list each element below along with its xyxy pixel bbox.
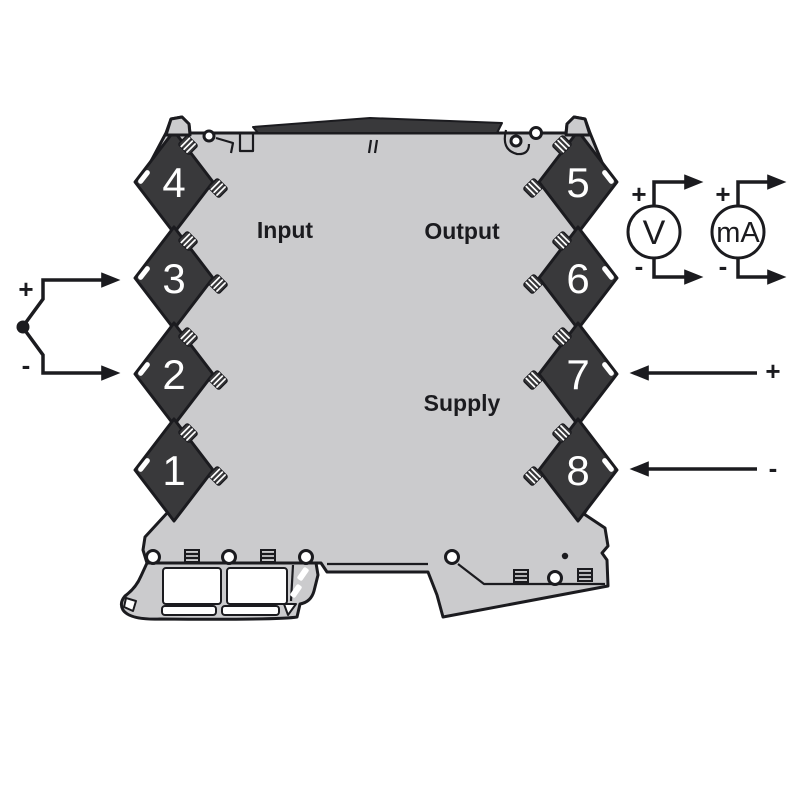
foot-rail-slot [161, 605, 217, 616]
foot-cell [226, 567, 288, 605]
milliamp-label: mA [716, 217, 760, 249]
milliamp-meter-output: mA + - [710, 174, 787, 285]
foot-latch-slot [297, 567, 309, 581]
sensor-plus-wire [22, 272, 121, 327]
shelf-clip [576, 567, 594, 583]
output-label: Output [424, 218, 500, 244]
foot-latch-slot [290, 584, 302, 598]
shelf-ring [145, 549, 161, 565]
terminal-3-number: 3 [162, 255, 185, 302]
latch-tab [164, 115, 192, 137]
milliamp-circle [710, 204, 766, 260]
latch-ring [202, 129, 216, 143]
foot-rail-slot [221, 605, 280, 616]
shelf-ring [444, 549, 460, 565]
din-rail-foot [119, 561, 320, 621]
shelf-clip [183, 548, 201, 564]
sensor-minus-wire [22, 327, 121, 381]
terminal-6-number: 6 [566, 255, 589, 302]
terminal-8-number: 8 [566, 447, 589, 494]
shelf-clip [259, 548, 277, 564]
milliamp-minus-label: - [719, 251, 728, 281]
voltmeter-minus-label: - [635, 251, 644, 281]
terminal-4-number: 4 [162, 159, 185, 206]
supply-minus-label: - [769, 453, 778, 483]
input-label: Input [257, 217, 314, 243]
shelf-line [457, 563, 605, 586]
foot-notch [283, 603, 297, 616]
latch-bracket-icon [215, 132, 255, 154]
voltmeter-plus-wire [652, 174, 704, 206]
supply-label: Supply [424, 390, 501, 416]
bottom-shelf-details [145, 548, 605, 586]
terminal-6: 6 [537, 225, 619, 331]
top-left-latch [164, 115, 255, 154]
pin-dot [561, 552, 569, 560]
latch-tab [564, 115, 592, 137]
shelf-ring [221, 549, 237, 565]
voltmeter-circle [626, 204, 682, 260]
terminal-7: 7 [537, 321, 619, 427]
voltmeter-output: V + - [626, 174, 704, 285]
latch-hook-icon [503, 129, 531, 156]
sensor-plus-label: + [18, 274, 33, 304]
terminal-8: 8 [537, 417, 619, 523]
voltmeter-minus-wire [652, 258, 704, 285]
sensor-input-wiring: + - [16, 272, 121, 381]
voltmeter-plus-label: + [631, 179, 646, 209]
module-body [138, 115, 612, 619]
shelf-ring [298, 549, 314, 565]
terminal-2-number: 2 [162, 351, 185, 398]
sensor-minus-label: - [22, 350, 31, 380]
foot-hook-notch [123, 597, 137, 612]
latch-ring [509, 134, 523, 148]
milliamp-plus-wire [736, 174, 787, 206]
top-cover-bar [252, 117, 503, 134]
foot-cell [162, 567, 222, 605]
shelf-clip [512, 568, 530, 584]
voltmeter-label: V [643, 214, 666, 252]
latch-ring [529, 126, 543, 140]
milliamp-minus-wire [736, 258, 787, 285]
shelf-ring [547, 570, 563, 586]
supply-plus-label: + [765, 356, 780, 386]
terminal-7-number: 7 [566, 351, 589, 398]
top-right-latch [503, 115, 592, 156]
supply-wiring: + - [629, 356, 781, 483]
sensor-dot [16, 320, 30, 334]
milliamp-plus-label: + [715, 179, 730, 209]
terminal-5-number: 5 [566, 159, 589, 206]
terminal-1-number: 1 [162, 447, 185, 494]
vent-ticks-icon [367, 139, 379, 154]
